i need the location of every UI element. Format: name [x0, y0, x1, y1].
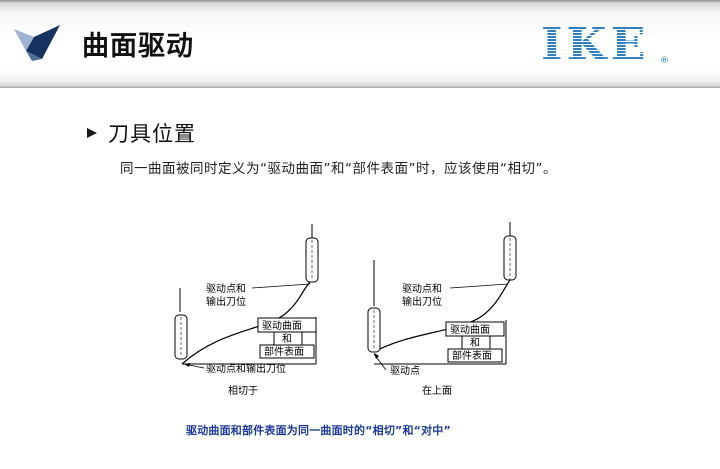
right-box-line2: 和: [470, 337, 480, 349]
section-description: 同一曲面被同时定义为“驱动曲面”和“部件表面”时，应该使用“相切”。: [120, 161, 557, 177]
on-surface-diagram: 驱动点和 输出刀位 驱动曲面 和 部件表面 驱动点 在上面: [367, 222, 517, 397]
registered-mark: ®: [660, 56, 669, 66]
left-diagram-caption: 相切于: [228, 384, 258, 397]
right-label-top-line2: 输出刀位: [402, 295, 442, 308]
left-box-line1: 驱动曲面: [262, 320, 302, 332]
triangle-bullet-icon: [87, 128, 97, 138]
left-label-bottom: 驱动点和输出刀位: [206, 362, 286, 375]
page-title: 曲面驱动: [82, 31, 194, 62]
brand-logo: IKE ®: [541, 18, 669, 66]
tool-position-figure: 驱动点和 输出刀位 驱动曲面 和 部件表面 驱动点和输出刀位 相切于: [160, 222, 540, 408]
slide-header: 曲面驱动 IKE ®: [0, 0, 720, 88]
right-box-line3: 部件表面: [452, 349, 492, 362]
section-heading: 刀具位置: [86, 118, 196, 148]
tangent-diagram: 驱动点和 输出刀位 驱动曲面 和 部件表面 驱动点和输出刀位 相切于: [174, 224, 319, 397]
section-heading-text: 刀具位置: [108, 122, 196, 146]
right-label-bottom: 驱动点: [390, 365, 420, 377]
right-label-top-line1: 驱动点和: [402, 283, 442, 295]
left-label-top-line1: 驱动点和: [206, 283, 246, 295]
right-box-line1: 驱动曲面: [450, 324, 490, 336]
arrow-logo-icon: [14, 25, 60, 61]
left-label-top-line2: 输出刀位: [206, 295, 246, 308]
left-box-line3: 部件表面: [264, 345, 304, 358]
brand-name: IKE: [541, 18, 650, 66]
left-box-line2: 和: [282, 333, 292, 345]
right-diagram-caption: 在上面: [422, 385, 452, 397]
figure-caption: 驱动曲面和部件表面为同一曲面时的“相切”和“对中”: [186, 424, 451, 437]
